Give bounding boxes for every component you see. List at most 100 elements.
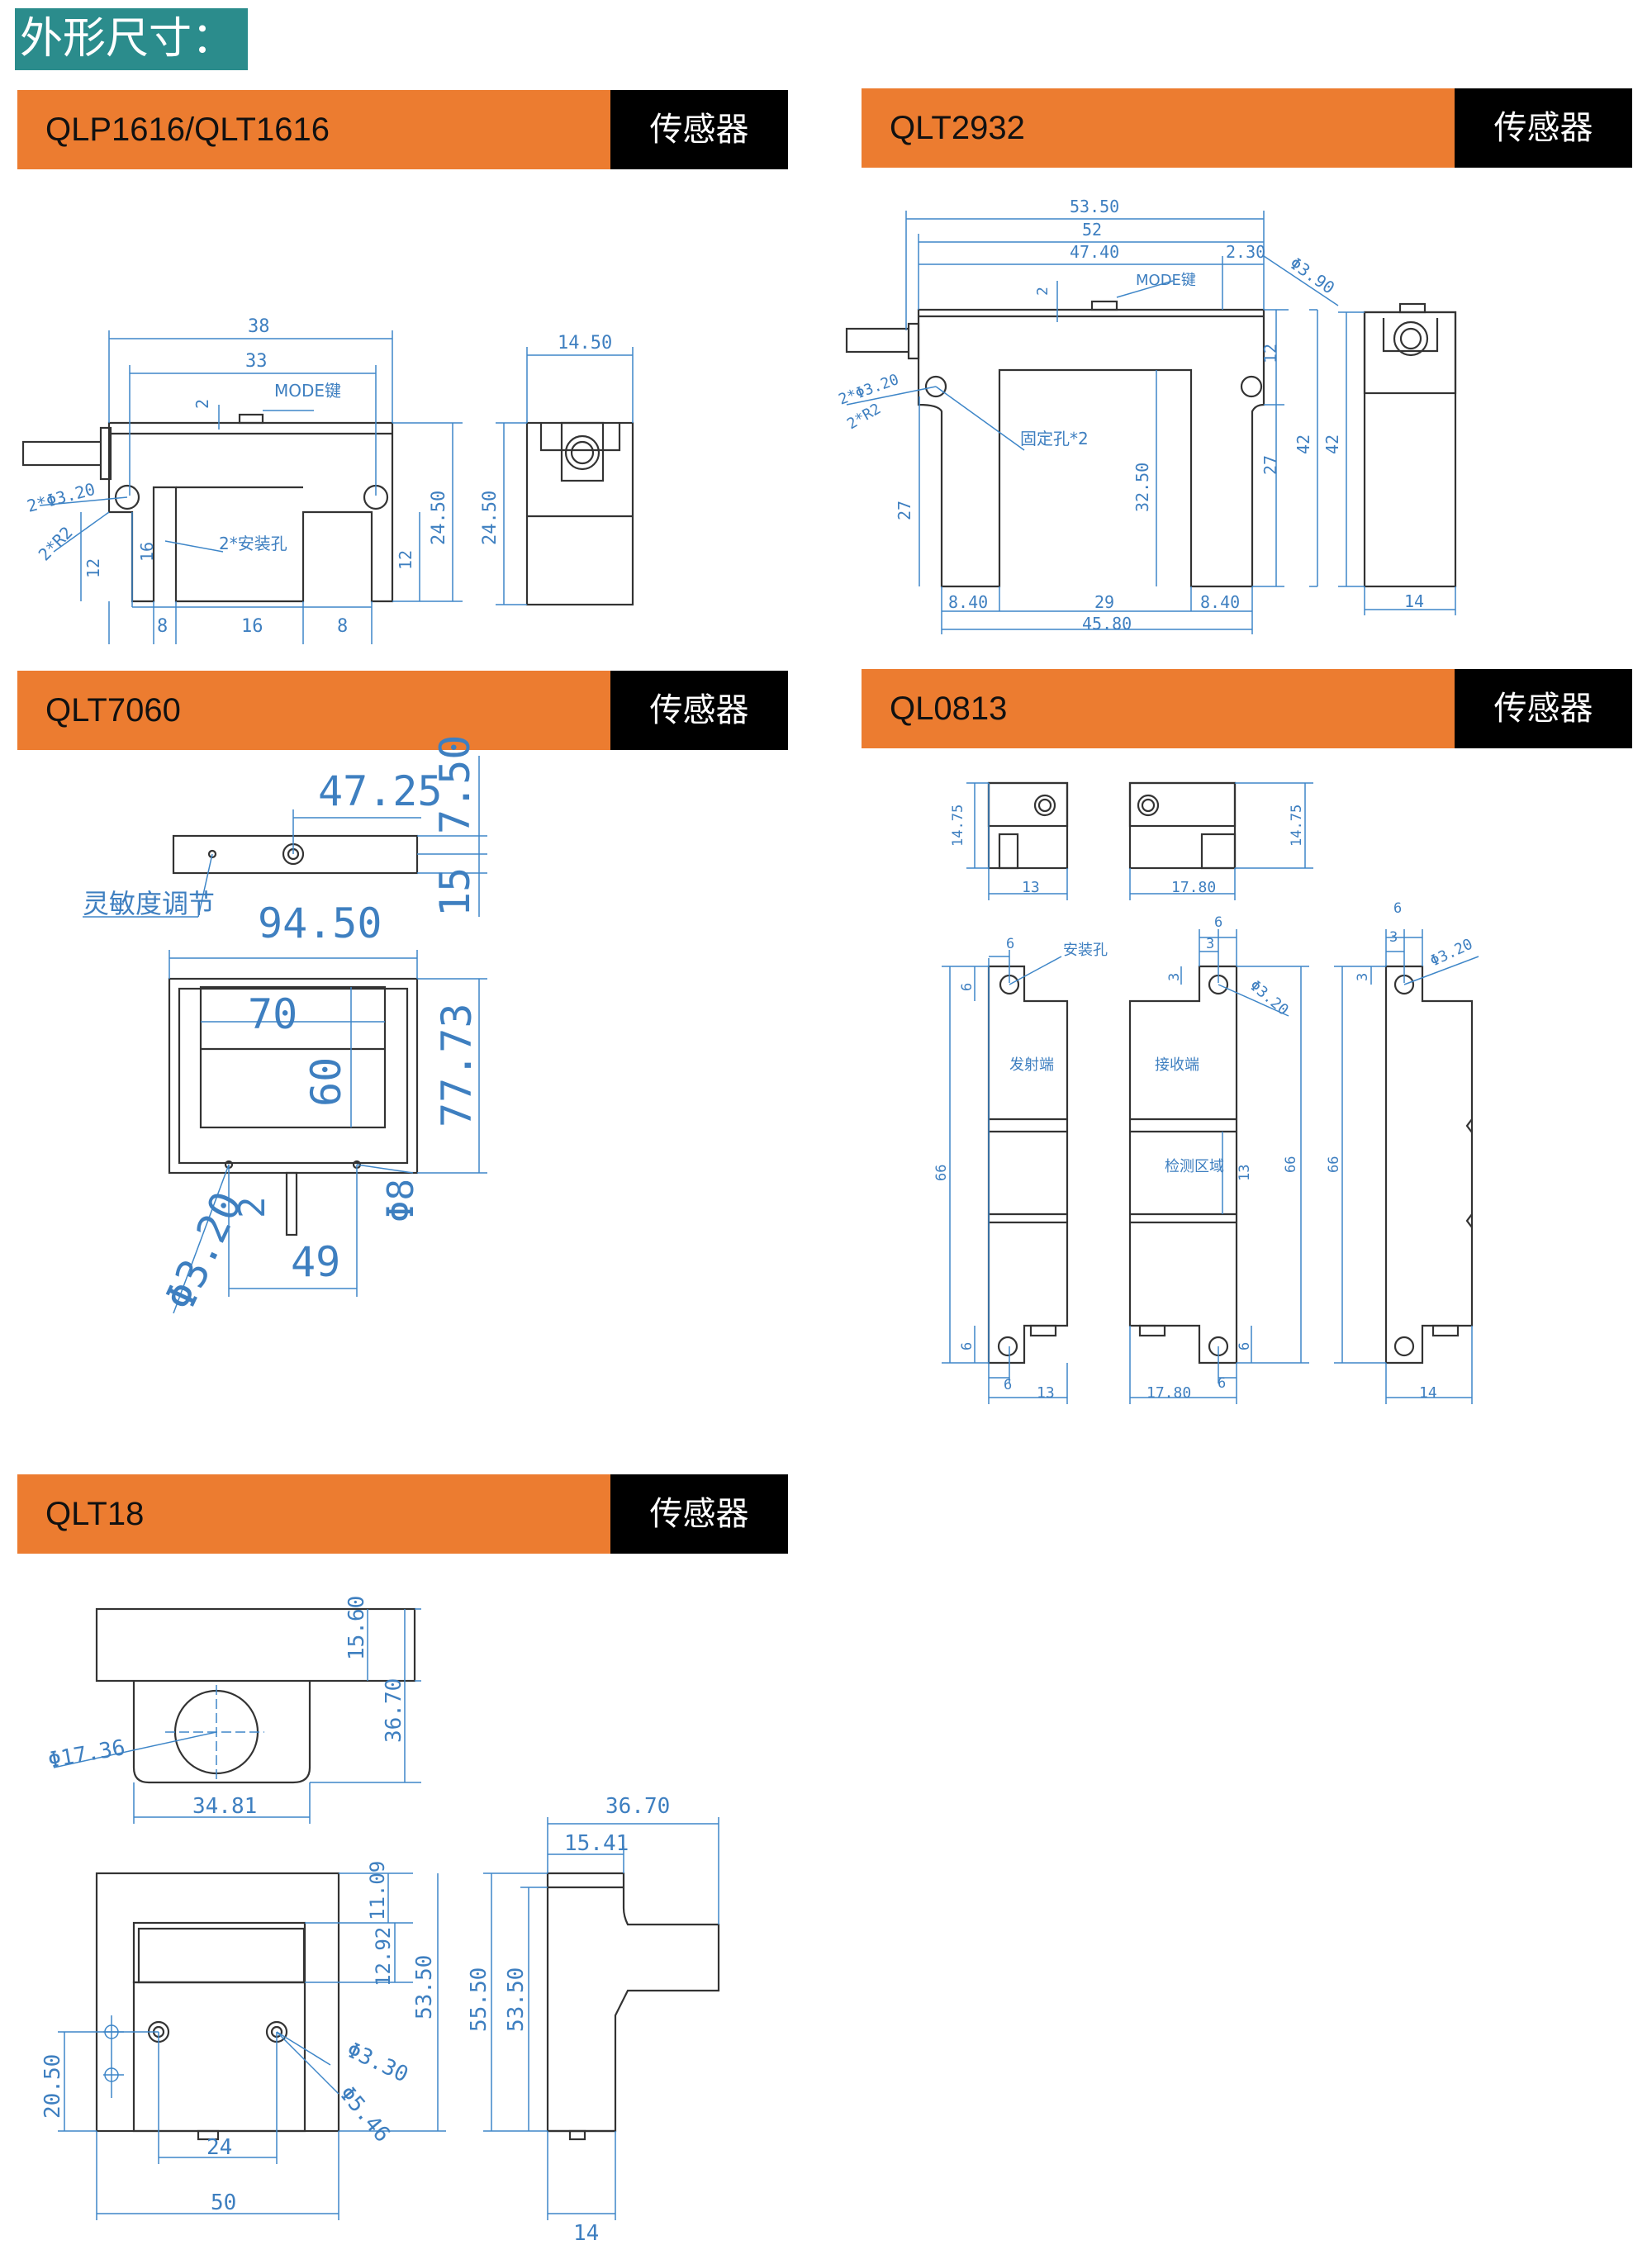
dim-1560: 15.60 — [344, 1596, 369, 1660]
dim-a6b: 6 — [959, 1342, 976, 1350]
dim-49: 49 — [291, 1238, 340, 1286]
dim-50: 50 — [211, 2190, 236, 2215]
drawing-ql0813: 14.75 13 17.80 14.75 6 安装孔 6 发射端 66 6 6 … — [933, 781, 1479, 1404]
dim-b3: 3 — [1206, 936, 1214, 952]
dim-1475a: 14.75 — [950, 804, 966, 847]
dim-b66: 66 — [1283, 1156, 1299, 1173]
dim-7773: 77.73 — [433, 1003, 481, 1127]
dim-1736: Φ17.36 — [46, 1735, 127, 1773]
label-sensitivity: 灵敏度调节 — [83, 888, 215, 919]
dim-60: 60 — [302, 1057, 350, 1107]
dim-2050: 20.50 — [40, 2054, 65, 2119]
sensor-label: 传感器 — [610, 671, 788, 750]
dim-5350: 53.50 — [1070, 197, 1119, 216]
dim-33: 33 — [245, 351, 268, 372]
dim-c320: Φ3.20 — [1427, 936, 1475, 971]
dim-14: 14 — [1404, 591, 1424, 611]
dim-c3v: 3 — [1355, 973, 1371, 981]
header-qlt7060: QLT7060 传感器 — [17, 671, 788, 750]
dim-840b: 8.40 — [1200, 592, 1240, 612]
model-name: QLT2932 — [862, 88, 1455, 168]
dim-16v: 16 — [137, 542, 157, 562]
page-title: 外形尺寸： — [15, 8, 248, 70]
dim-b6: 6 — [1214, 914, 1222, 931]
dim-12r: 12 — [396, 550, 415, 570]
dim-27r: 27 — [1260, 455, 1280, 475]
model-name: QLP1616/QLT1616 — [17, 90, 610, 169]
dim-546: Φ5.46 — [335, 2081, 395, 2147]
label-mode: MODE键 — [1136, 272, 1196, 289]
dim-c14: 14 — [1419, 1384, 1437, 1402]
dim-12l: 12 — [83, 558, 103, 578]
drawing-qlt18: 15.60 36.70 Φ17.36 34.81 36.70 15.41 11.… — [40, 1596, 720, 2245]
dim-5550: 55.50 — [467, 1967, 491, 2032]
sensor-label: 传感器 — [610, 90, 788, 169]
dim-b1780: 17.80 — [1146, 1384, 1191, 1402]
header-qlt2932: QLT2932 传感器 — [862, 88, 1632, 168]
sensor-label: 传感器 — [610, 1474, 788, 1554]
dim-2: 2 — [231, 1197, 273, 1219]
drawing-qlp1616: 38 33 2 MODE键 2*Φ3.20 2*R2 2*安装孔 16 12 8… — [21, 316, 634, 644]
dim-330: Φ3.30 — [343, 2038, 412, 2087]
dim-a6v: 6 — [959, 983, 976, 991]
dim-8b: 8 — [337, 616, 348, 637]
dim-4725: 47.25 — [318, 767, 443, 815]
dim-c6: 6 — [1393, 900, 1402, 917]
label-detect: 检测区域 — [1165, 1158, 1224, 1175]
dim-b13: 13 — [1237, 1165, 1253, 1181]
sensor-label: 传感器 — [1455, 88, 1632, 168]
dim-2450r: 24.50 — [429, 491, 449, 545]
dim-1475b: 14.75 — [1289, 804, 1305, 847]
dim-5350a: 53.50 — [412, 1955, 437, 2020]
dim-c66: 66 — [1326, 1156, 1342, 1173]
dim-3670h: 36.70 — [605, 1794, 670, 1819]
label-mount: 2*安装孔 — [219, 534, 287, 553]
dim-b320: Φ3.20 — [1246, 977, 1292, 1019]
dim-2: 2 — [192, 399, 212, 409]
dim-b6b: 6 — [1237, 1342, 1253, 1350]
label-mode: MODE键 — [274, 381, 341, 401]
dim-3481: 34.81 — [192, 1794, 257, 1819]
label-mount: 安装孔 — [1063, 942, 1108, 959]
dim-24: 24 — [206, 2135, 232, 2160]
drawing-qlt2932: 53.50 52 47.40 2.30 2 MODE键 Φ3.90 2*Φ3.2… — [837, 197, 1457, 634]
dim-1541: 15.41 — [564, 1831, 629, 1856]
dim-750: 7.50 — [431, 735, 479, 834]
dim-3670v: 36.70 — [382, 1678, 406, 1743]
dim-4580: 45.80 — [1082, 614, 1132, 634]
dim-c3: 3 — [1389, 929, 1398, 946]
sensor-label: 传感器 — [1455, 669, 1632, 748]
dim-1292: 12.92 — [372, 1927, 395, 1986]
dim-2: 2 — [1034, 287, 1051, 296]
dim-230: 2.30 — [1226, 242, 1265, 262]
dim-16: 16 — [241, 616, 263, 637]
dim-b6c: 6 — [1218, 1375, 1226, 1392]
label-emitter: 发射端 — [1009, 1056, 1054, 1074]
dim-a66: 66 — [933, 1165, 950, 1181]
header-ql0813: QL0813 传感器 — [862, 669, 1632, 748]
header-qlp1616: QLP1616/QLT1616 传感器 — [17, 90, 788, 169]
dim-29: 29 — [1094, 592, 1114, 612]
dim-2450s: 24.50 — [480, 491, 501, 545]
dim-27l: 27 — [895, 501, 914, 520]
dim-15: 15 — [431, 867, 479, 917]
dim-4740: 47.40 — [1070, 242, 1119, 262]
dim-b3v: 3 — [1166, 973, 1183, 981]
dim-a6: 6 — [1006, 936, 1014, 952]
dim-a6c: 6 — [1004, 1377, 1012, 1393]
dim-52: 52 — [1082, 220, 1102, 240]
model-name: QL0813 — [862, 669, 1455, 748]
dim-a13: 13 — [1037, 1384, 1055, 1402]
dim-38: 38 — [248, 316, 270, 337]
dim-42: 42 — [1294, 434, 1313, 454]
dim-9450: 94.50 — [258, 899, 382, 947]
dim-840a: 8.40 — [948, 592, 988, 612]
dim-1780: 17.80 — [1171, 879, 1216, 896]
dim-42s: 42 — [1322, 434, 1342, 454]
dim-1109: 11.09 — [366, 1861, 389, 1920]
dim-13: 13 — [1022, 879, 1040, 896]
label-receiver: 接收端 — [1155, 1056, 1199, 1074]
dim-3250: 32.50 — [1132, 463, 1152, 512]
dim-8a: 8 — [157, 616, 168, 637]
label-fix: 固定孔*2 — [1020, 429, 1089, 449]
